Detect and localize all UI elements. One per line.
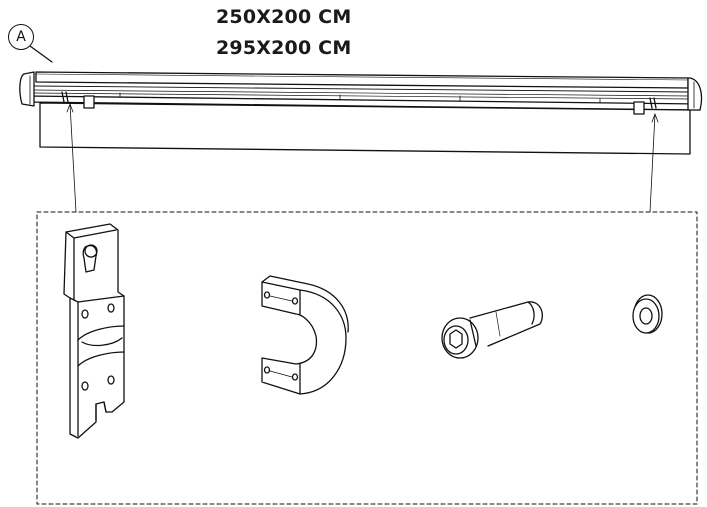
- roller-rail-assembly: [19, 71, 703, 155]
- leader-left: [69, 103, 77, 213]
- callout-leader: [29, 45, 53, 63]
- size-label-295x200: 295X200 CM: [216, 37, 352, 59]
- callout-a: A: [8, 24, 34, 50]
- u-clamp-part: [261, 275, 349, 395]
- leader-right: [649, 113, 656, 213]
- mounting-bracket-part: [63, 223, 125, 439]
- size-label-250x200: 250X200 CM: [216, 6, 352, 28]
- detail-box: [36, 211, 698, 505]
- socket-screw-part: [441, 301, 543, 359]
- washer-part: [632, 294, 663, 334]
